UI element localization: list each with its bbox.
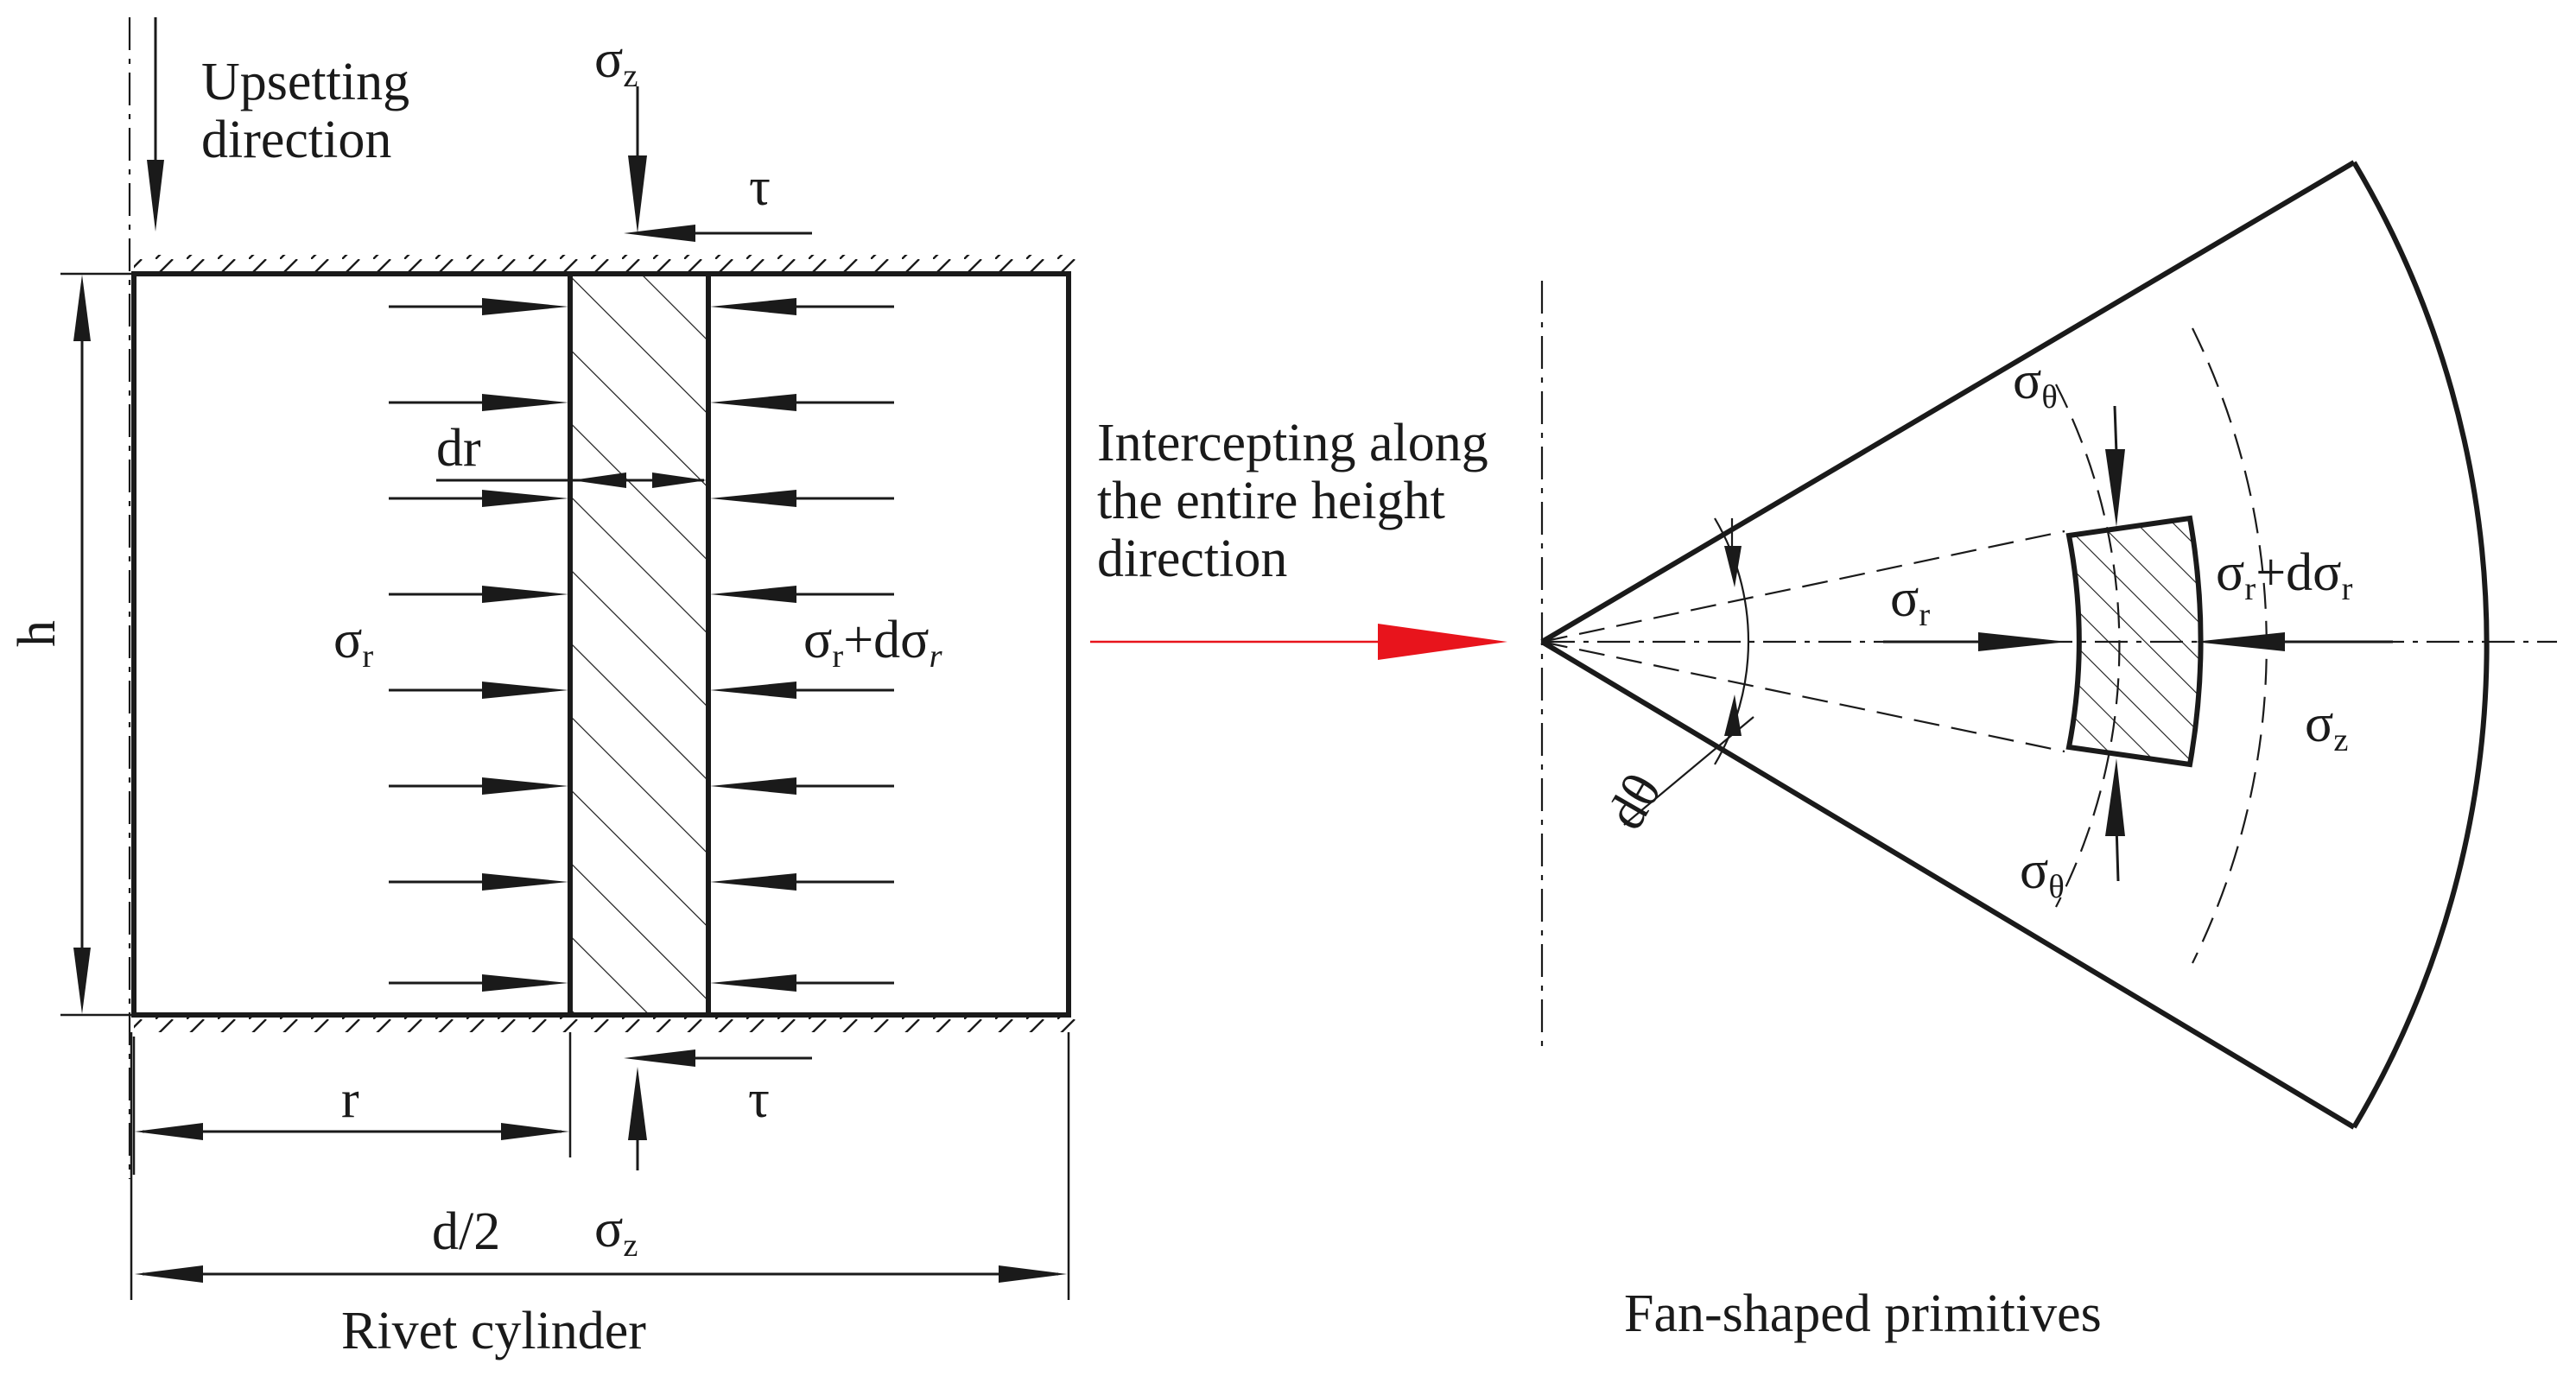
sigma-r-left-arrows: [389, 298, 568, 992]
sector-lower-edge: [1540, 639, 2356, 1130]
sigma-theta-bottom-label: σθ: [2020, 841, 2065, 905]
sigma-r-plus-dsigma-r-left-label: σr+dσr: [803, 611, 942, 675]
dr-arrow-right: [652, 472, 707, 488]
tau-top-label: τ: [749, 158, 771, 217]
fan-shaped-figure: [1540, 160, 2557, 1130]
intercepting-label: Intercepting along the entire height dir…: [1097, 415, 1488, 588]
d-half-label: d/2: [432, 1202, 501, 1261]
dr-label: dr: [436, 419, 481, 478]
r-dim-arrow-right: [501, 1123, 569, 1140]
bottom-platen-hatching: [134, 1015, 1084, 1032]
sigma-r-plus-dsigma-r-arrows: [710, 298, 894, 992]
sigma-r-left-label: σr: [333, 611, 374, 675]
upsetting-arrow: [147, 160, 164, 231]
sigma-r-fan-label: σr: [1890, 569, 1931, 633]
hatched-fan-element: [2065, 515, 2204, 768]
sector-outer-arc: [2351, 161, 2490, 1129]
upsetting-direction-label: Upsetting direction: [201, 54, 409, 169]
sigma-z-top-arrow: [628, 155, 647, 233]
rivet-cylinder-figure: [60, 17, 1084, 1300]
red-arrow-head: [1378, 624, 1507, 660]
sigma-theta-top-arrow: [2105, 449, 2125, 527]
upsetting-direction-line-2: direction: [201, 110, 392, 169]
d2-dim-arrow-left: [135, 1265, 203, 1283]
d-theta-label: dθ: [1596, 764, 1673, 840]
tau-top-arrow: [624, 225, 695, 242]
dr-arrow-left: [572, 472, 626, 488]
sigma-z-top-label: σz: [594, 30, 638, 94]
h-label: h: [8, 619, 67, 647]
sigma-r-fan-arrow: [1978, 632, 2067, 651]
upsetting-direction-line-1: Upsetting: [201, 53, 410, 111]
intercepting-line-2: the entire height: [1097, 471, 1445, 530]
sigma-r-plus-dsigma-r-fan-arrow: [2194, 632, 2285, 651]
tau-bottom-arrow: [624, 1049, 695, 1067]
top-platen-hatching: [134, 255, 1084, 272]
rivet-cylinder-caption: Rivet cylinder: [341, 1302, 646, 1360]
h-dim-arrow-bottom: [73, 948, 91, 1014]
transition-arrow: [1090, 624, 1507, 660]
sector-upper-edge: [1540, 160, 2356, 644]
sigma-z-bottom-label: σz: [594, 1200, 638, 1264]
intercepting-line-1: Intercepting along: [1097, 414, 1488, 472]
r-label: r: [341, 1070, 359, 1129]
h-dim-arrow-top: [73, 275, 91, 341]
d2-dim-arrow-right: [999, 1265, 1067, 1283]
fan-shaped-primitives-caption: Fan-shaped primitives: [1624, 1284, 2102, 1343]
hatched-element-strip: [570, 274, 708, 1015]
sigma-theta-top-label: σθ: [2013, 352, 2058, 415]
dtheta-arrow-bottom: [1724, 694, 1742, 736]
sigma-z-bottom-arrow: [628, 1067, 647, 1140]
sigma-theta-bottom-arrow: [2105, 758, 2125, 836]
dtheta-arrow-top: [1724, 546, 1742, 587]
intercepting-line-3: direction: [1097, 529, 1288, 588]
sigma-z-fan-label: σz: [2305, 694, 2349, 758]
r-dim-arrow-left: [135, 1123, 203, 1140]
tau-bottom-label: τ: [748, 1070, 770, 1129]
sigma-r-plus-dsigma-r-fan-label: σr+dσr: [2216, 543, 2353, 607]
